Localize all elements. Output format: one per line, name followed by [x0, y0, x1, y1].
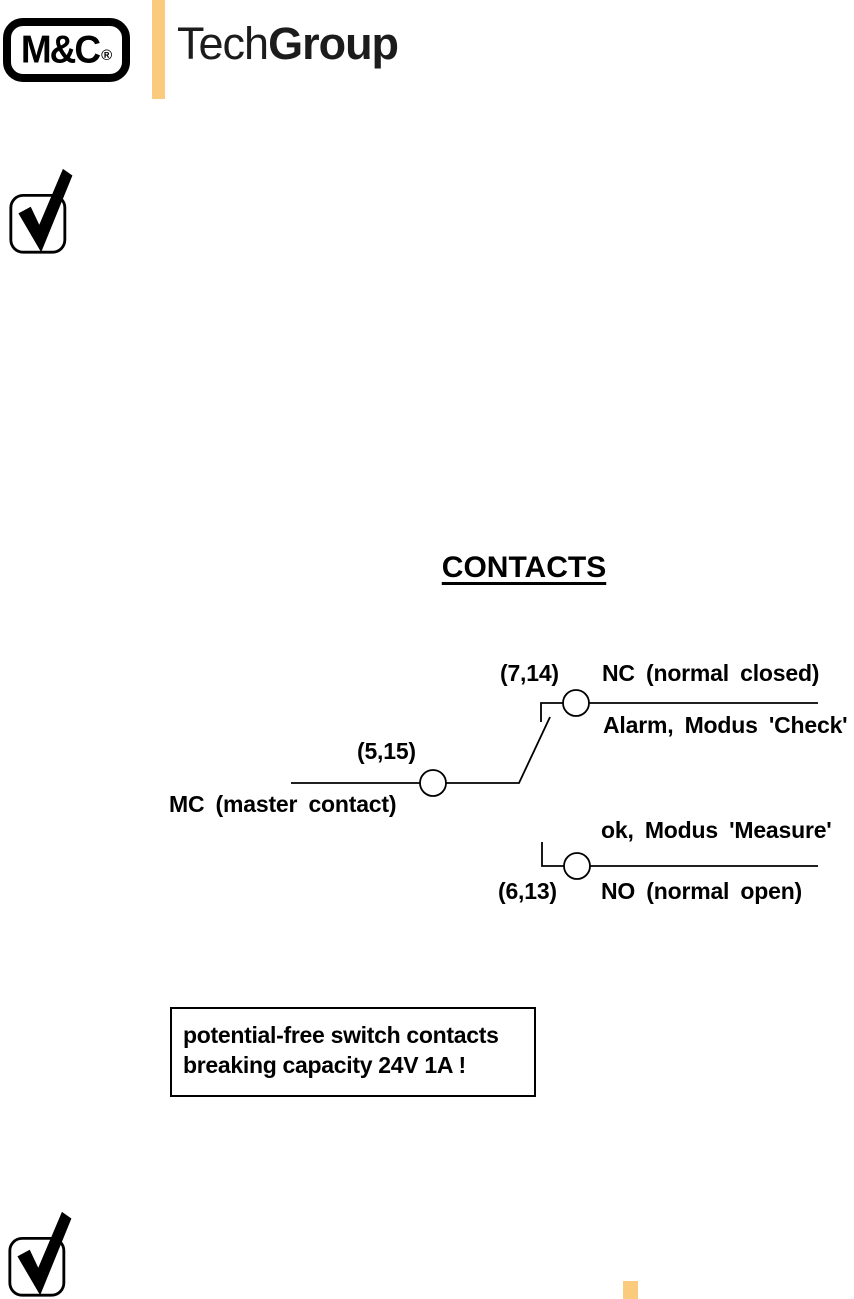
orange-divider-top	[152, 0, 165, 99]
no-state-label: ok, Modus 'Measure'	[601, 817, 832, 843]
no-bracket-line	[541, 842, 564, 867]
brand-wordmark: TechGroup	[177, 18, 399, 69]
nc-bracket-line	[540, 702, 563, 722]
mc-logo-text: M&C	[20, 27, 101, 71]
no-contact-terminal	[563, 852, 591, 880]
switch-lever	[446, 716, 551, 784]
capacity-warning-box: potential-free switch contacts breaking …	[170, 1007, 536, 1097]
nc-contact-label: NC (normal closed)	[602, 660, 820, 686]
brand-group: Group	[268, 18, 399, 69]
no-pin-numbers: (6,13)	[498, 878, 557, 904]
checkbox-checked-icon	[8, 166, 80, 256]
section-title: CONTACTS	[441, 551, 607, 584]
nc-contact-terminal	[562, 689, 590, 717]
orange-divider-bottom	[623, 1281, 638, 1299]
mc-logo: M&C ®	[3, 18, 130, 82]
switch-schematic	[291, 689, 818, 880]
no-contact-label: NO (normal open)	[601, 878, 803, 904]
checkmark-glyph	[9, 168, 73, 254]
checkmark-glyph	[8, 1211, 72, 1297]
registered-trademark-mark: ®	[101, 46, 113, 64]
nc-state-label: Alarm, Modus 'Check'	[603, 712, 848, 738]
brand-tech: Tech	[177, 18, 269, 69]
checkbox-checked-icon	[7, 1209, 79, 1299]
nc-pin-numbers: (7,14)	[500, 660, 559, 686]
mc-contact-label: MC (master contact)	[169, 791, 397, 817]
warning-line-2: breaking capacity 24V 1A !	[183, 1052, 466, 1078]
mc-contact-terminal	[419, 769, 447, 797]
warning-line-1: potential-free switch contacts	[183, 1022, 499, 1048]
mc-pin-numbers: (5,15)	[357, 738, 416, 764]
